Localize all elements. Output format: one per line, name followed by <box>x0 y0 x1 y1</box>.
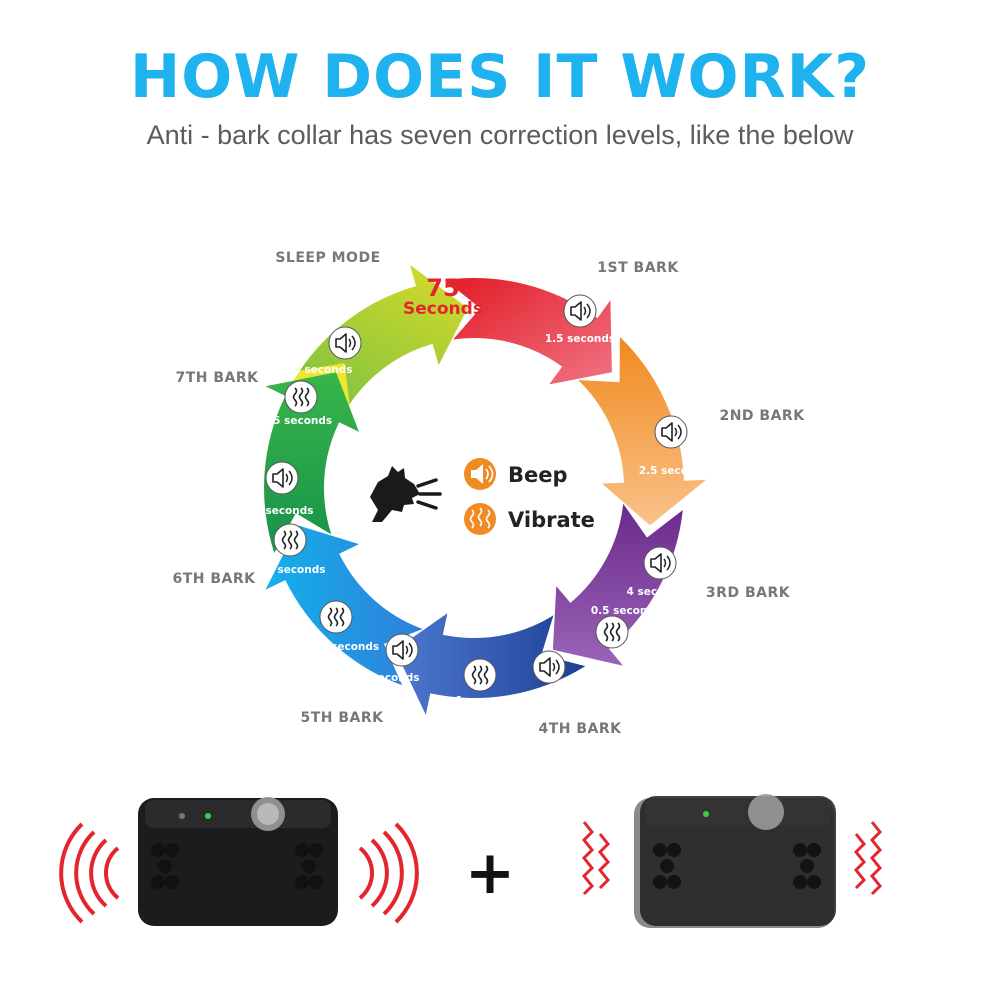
page-title: HOW DOES IT WORK? <box>129 42 871 112</box>
speaker-icon <box>328 326 362 360</box>
beep-duration-3: 4 seconds <box>626 586 685 598</box>
vibrate-duration-3: 0.5 seconds <box>591 605 661 617</box>
speaker-icon <box>265 461 299 495</box>
stage-7-arrow <box>299 265 468 405</box>
vibration-icon <box>273 523 307 557</box>
beep-duration-5: 4 seconds <box>360 672 419 684</box>
stage-3-arrow <box>552 503 683 666</box>
stage-2-arrow <box>578 336 706 526</box>
beep-duration-4: 4 seconds <box>520 691 579 703</box>
beep-duration-1: 1.5 seconds <box>545 333 615 345</box>
vibration-icon <box>284 380 318 414</box>
speaker-icon <box>563 294 597 328</box>
vibration-left-icon <box>581 821 611 896</box>
sound-wave-right-icon <box>358 822 419 924</box>
barking-dog-icon <box>370 466 442 522</box>
plus-sign: + <box>465 838 515 908</box>
stage-6-arrow <box>264 372 359 553</box>
stage-label-4: 4TH BARK <box>538 721 622 737</box>
stage-1-arrow <box>444 277 612 385</box>
vibrate-duration-6: 2 seconds <box>266 564 325 576</box>
vibration-icon <box>319 600 353 634</box>
speaker-icon <box>385 633 419 667</box>
vibrate-duration-7: 2.5 seconds <box>262 415 332 427</box>
beep-duration-7: 4 seconds <box>293 364 352 376</box>
legend-beep-icon <box>464 458 496 490</box>
speaker-icon <box>654 415 688 449</box>
legend-vibrate-label: Vibrate <box>508 508 595 532</box>
sound-wave-left-icon <box>59 822 120 924</box>
beep-duration-6: 4 seconds <box>254 505 313 517</box>
sleep-duration-number: 75 <box>426 274 459 302</box>
sleep-duration-unit: Seconds <box>403 299 483 319</box>
stage-label-3: 3RD BARK <box>706 585 791 601</box>
stage-label-2: 2ND BARK <box>719 408 805 424</box>
legend-beep-label: Beep <box>508 463 568 487</box>
beep-duration-2: 2.5 seconds <box>639 465 709 477</box>
vibrate-duration-5: 1.5 seconds <box>309 641 379 653</box>
stage-label-6: 6TH BARK <box>172 571 256 587</box>
legend-vibrate-icon <box>464 503 496 535</box>
speaker-icon <box>643 546 677 580</box>
vibrate-duration-4: 1 second <box>456 695 509 707</box>
stage-label-1: 1ST BARK <box>597 260 679 276</box>
page-subtitle: Anti - bark collar has seven correction … <box>146 120 854 150</box>
vibration-icon <box>463 658 497 692</box>
vibration-icon <box>595 615 629 649</box>
collar-device-beep <box>59 797 419 926</box>
stage-label-5: 5TH BARK <box>300 710 384 726</box>
stage-label-7: 7TH BARK <box>175 370 259 386</box>
collar-device-vibrate <box>581 794 883 928</box>
vibration-right-icon <box>853 821 883 896</box>
sleep-mode-label: SLEEP MODE <box>275 250 380 266</box>
speaker-icon <box>532 650 566 684</box>
